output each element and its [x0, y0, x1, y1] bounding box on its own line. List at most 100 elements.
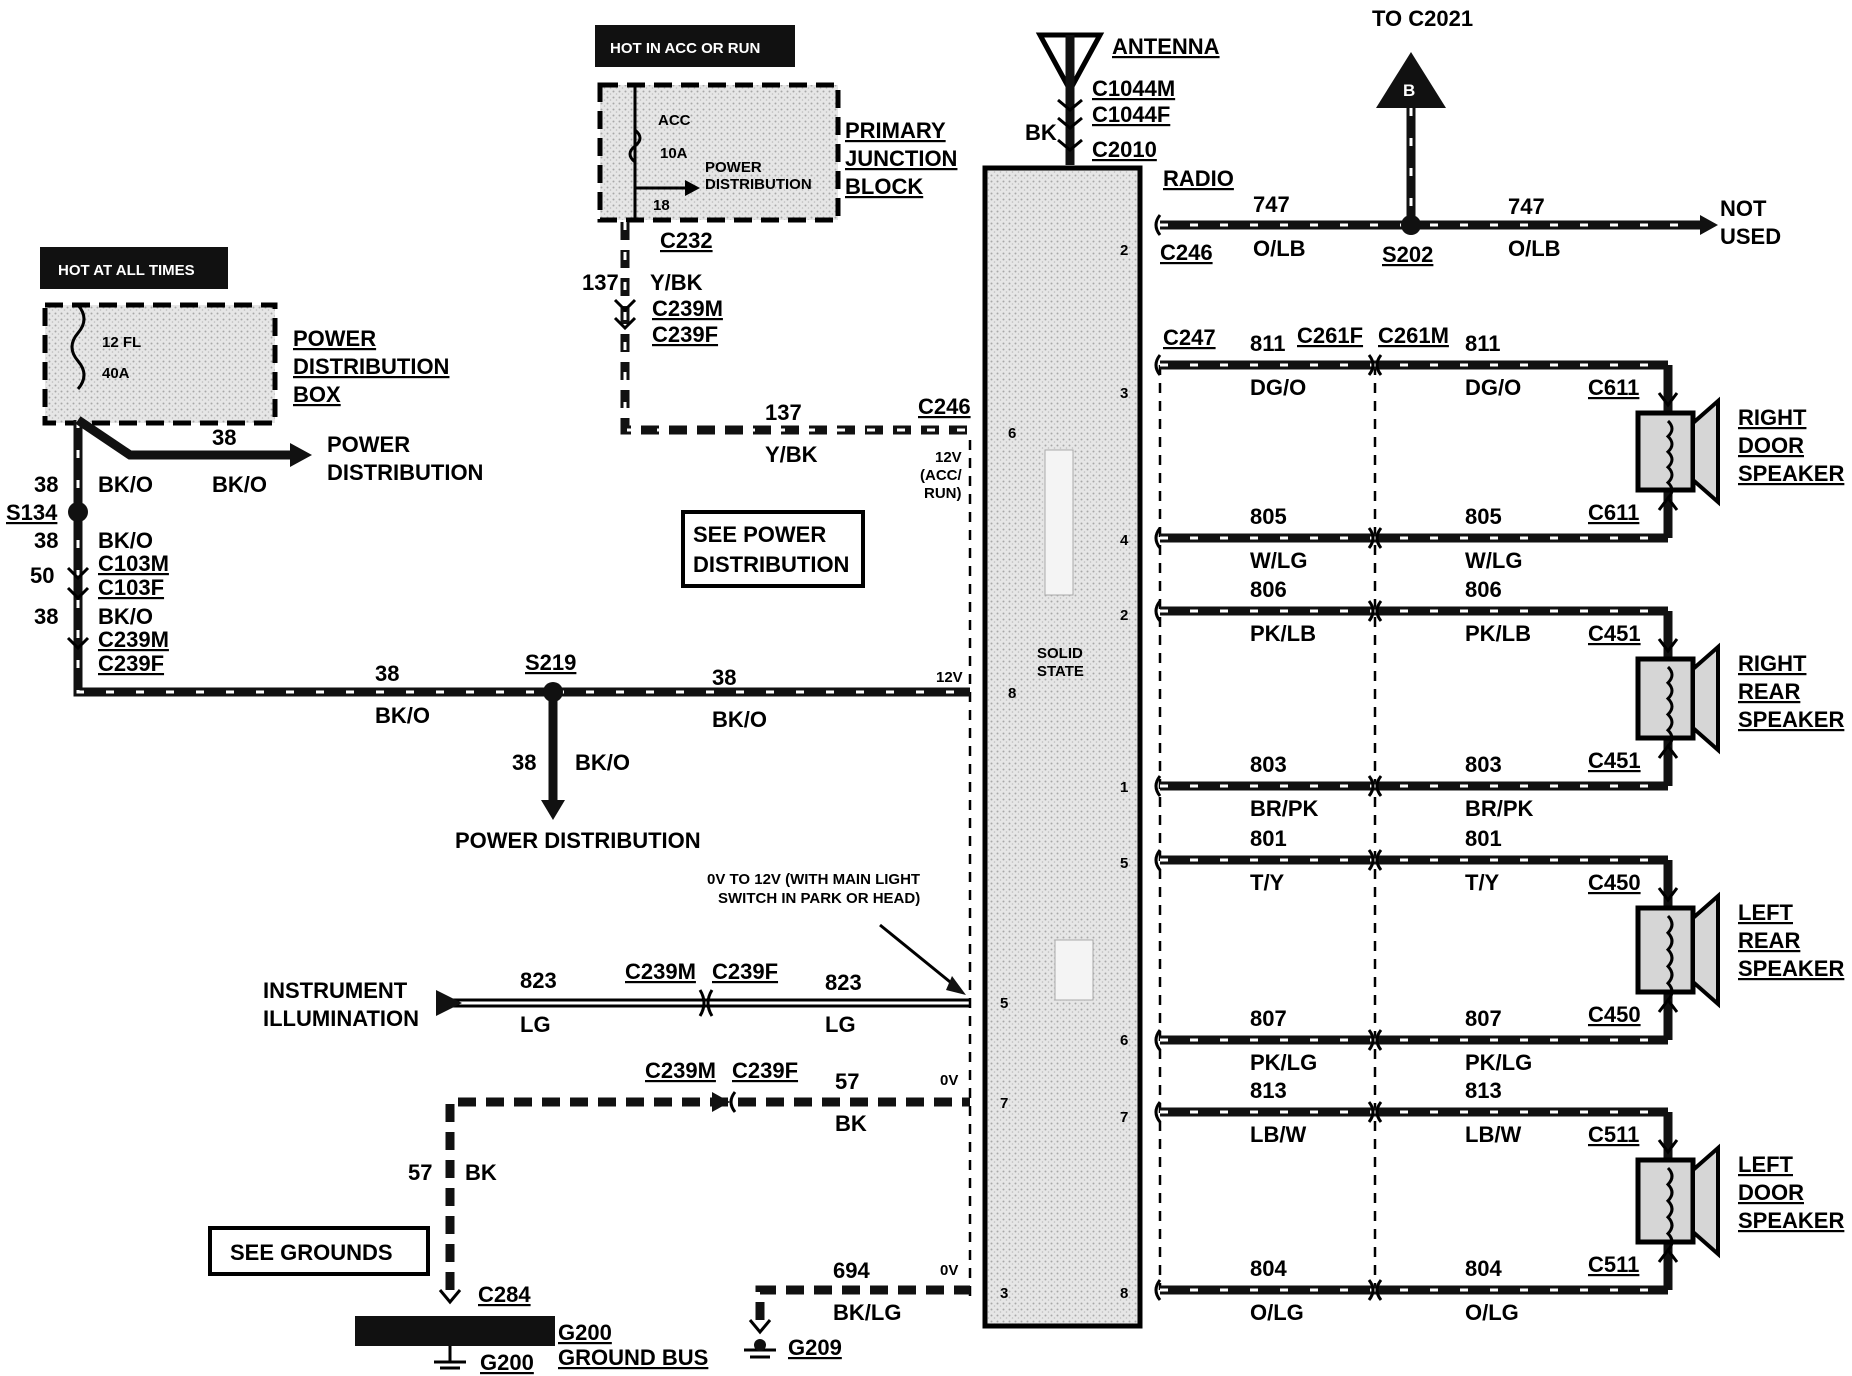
power-distribution-box: 12 FL 40A POWER DISTRIBUTION BOX: [42, 302, 449, 426]
state-label: STATE: [1037, 663, 1084, 680]
wire-color: W/LG: [1465, 548, 1522, 573]
c239f-137-label: C239F: [652, 322, 718, 347]
radio-pin-left: 5: [1000, 995, 1008, 1012]
hot-all-times-label: HOT AT ALL TIMES: [58, 262, 195, 279]
speaker-label-3: SPEAKER: [1738, 1208, 1844, 1233]
c246-top-label: C246: [1160, 240, 1213, 265]
wire-747: 747 O/LB 747 O/LB C246 S202 NOT USED: [1154, 192, 1781, 267]
wire-38-n2: 38: [34, 528, 58, 553]
illum-label-2: ILLUMINATION: [263, 1006, 419, 1031]
speaker-label-1: LEFT: [1738, 900, 1794, 925]
ground-bus-label: GROUND BUS: [558, 1345, 708, 1370]
s134-label: S134: [6, 500, 58, 525]
c239m-137-label: C239M: [652, 296, 723, 321]
pd-down-label: POWER DISTRIBUTION: [455, 828, 701, 853]
wire-color: LB/W: [1250, 1122, 1306, 1147]
speaker-label-1: RIGHT: [1738, 405, 1807, 430]
speaker-connector-bottom: C611: [1588, 500, 1639, 525]
radio-pin-left: 7: [1000, 1095, 1008, 1112]
wire-57-num-b: 57: [408, 1160, 432, 1185]
pd-arrow-label-1: POWER: [327, 432, 410, 457]
wire-color: PK/LG: [1465, 1050, 1532, 1075]
hot-acc-run-header: HOT IN ACC OR RUN: [595, 25, 795, 67]
antenna-section: ANTENNA C1044M C1044F BK C2010: [1025, 32, 1220, 165]
speaker-connector-top: C611: [1588, 375, 1639, 400]
wire-137-color-b: Y/BK: [765, 442, 818, 467]
g200b-label: G200: [480, 1350, 534, 1375]
see-power-line-2: DISTRIBUTION: [693, 552, 849, 577]
wire-number: 807: [1250, 1006, 1287, 1031]
c1044m-label: C1044M: [1092, 76, 1175, 101]
c239f-57-label: C239F: [732, 1058, 798, 1083]
wire-747-right-color: O/LB: [1508, 236, 1561, 261]
wire-color: DG/O: [1465, 375, 1521, 400]
radio-pin-right: 4: [1120, 532, 1129, 549]
acc-paren-label: (ACC/: [920, 467, 962, 484]
wire-number: 807: [1465, 1006, 1502, 1031]
wire-number: 811: [1250, 331, 1286, 356]
speaker-label-3: SPEAKER: [1738, 956, 1844, 981]
antenna-label: ANTENNA: [1112, 34, 1220, 59]
radio-pin-right: 3: [1120, 385, 1128, 402]
wire-number: 805: [1465, 504, 1502, 529]
c239f-38-label: C239F: [98, 651, 164, 676]
speaker-wires: 811DG/O811DG/O805W/LG805W/LG806PK/LB806P…: [1154, 331, 1668, 1325]
not-used-2: USED: [1720, 224, 1781, 249]
pjb-title-3: BLOCK: [845, 174, 923, 199]
wire-color: O/LG: [1465, 1300, 1519, 1325]
wire-38-n1: 38: [34, 472, 58, 497]
pd-arrow-label-2: DISTRIBUTION: [327, 460, 483, 485]
speaker-label-1: RIGHT: [1738, 651, 1807, 676]
radio-pin-right: 6: [1120, 1032, 1128, 1049]
ground-section: C239M C239F 57 BK 0V 57 BK SEE GROUNDS C…: [208, 1058, 970, 1375]
speaker-label-3: SPEAKER: [1738, 461, 1844, 486]
speaker-connector-top: C451: [1588, 621, 1641, 646]
v0-label-a: 0V: [940, 1072, 958, 1089]
wire-57-color-b: BK: [465, 1160, 497, 1185]
c239m-57-label: C239M: [645, 1058, 716, 1083]
wire-38-h1-num: 38: [375, 661, 399, 686]
c2010-label: C2010: [1092, 137, 1157, 162]
wire-137-num-b: 137: [765, 400, 802, 425]
radio-pin-left: 6: [1008, 425, 1016, 442]
wire-number: 804: [1250, 1256, 1287, 1281]
see-power-line-1: SEE POWER: [693, 522, 826, 547]
s202-label: S202: [1382, 242, 1433, 267]
pjb-title-1: PRIMARY: [845, 118, 946, 143]
radio-pin-right: 7: [1120, 1109, 1128, 1126]
instrument-illumination: 0V TO 12V (WITH MAIN LIGHT SWITCH IN PAR…: [263, 871, 970, 1037]
wire-color: PK/LG: [1250, 1050, 1317, 1075]
wire-color: T/Y: [1465, 870, 1500, 895]
wire-50-num: 50: [30, 563, 54, 588]
wire-38-pd-color: BK/O: [212, 472, 267, 497]
speaker-label-2: DOOR: [1738, 433, 1804, 458]
wire-number: 804: [1465, 1256, 1502, 1281]
primary-junction-block: ACC 10A POWER DISTRIBUTION 18 PRIMARY JU…: [597, 82, 957, 253]
wire-38-c1: BK/O: [98, 472, 153, 497]
speaker-label-2: REAR: [1738, 679, 1800, 704]
wire-137-color-a: Y/BK: [650, 270, 703, 295]
wire-color: W/LG: [1250, 548, 1307, 573]
wire-694-num: 694: [833, 1258, 870, 1283]
radio-pin-right: 2: [1120, 607, 1128, 624]
v12-label: 12V: [936, 669, 963, 686]
v0-label-b: 0V: [940, 1262, 958, 1279]
wire-color: PK/LB: [1465, 621, 1531, 646]
wire-747-right-num: 747: [1508, 194, 1545, 219]
c239f-823-label: C239F: [712, 959, 778, 984]
s219-label: S219: [525, 650, 576, 675]
wire-color: BR/PK: [1465, 796, 1534, 821]
solid-label: SOLID: [1037, 645, 1083, 662]
feed-38: 38 BK/O POWER DISTRIBUTION 38 BK/O S134 …: [6, 416, 970, 853]
fuse-40a-label: 40A: [102, 365, 130, 382]
illum-note-1: 0V TO 12V (WITH MAIN LIGHT: [707, 871, 920, 888]
